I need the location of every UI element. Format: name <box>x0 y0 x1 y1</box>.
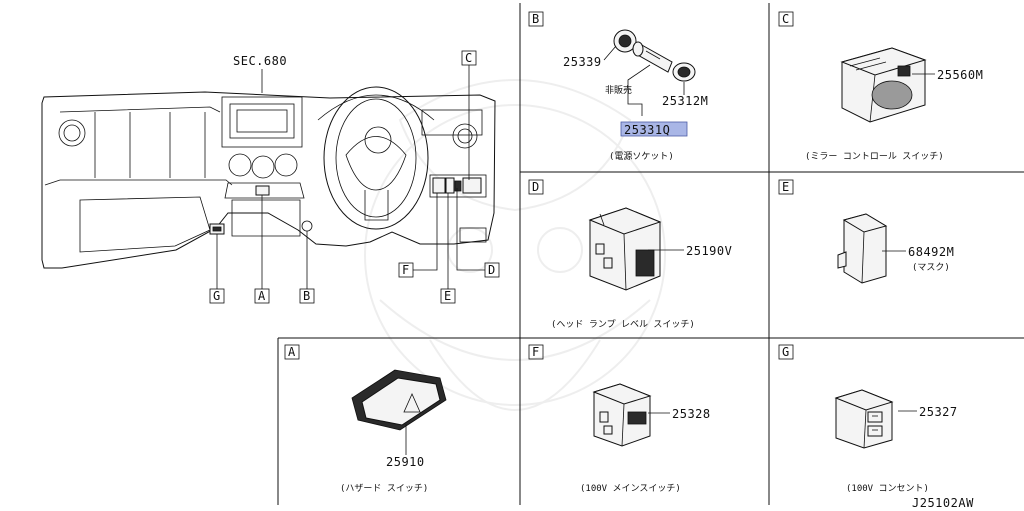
part-number-25910: 25910 <box>386 455 425 469</box>
part-number-25331Q: 25331Q <box>624 123 670 137</box>
part-number-25339: 25339 <box>563 55 602 69</box>
panel-f-caption: (100V メインスイッチ) <box>580 483 681 494</box>
outlet-100v <box>834 389 894 449</box>
panel-b-caption: (電源ソケット) <box>609 151 674 162</box>
not-for-sale-label: 非販売 <box>605 84 632 96</box>
panel-b-letter: B <box>532 12 539 26</box>
panel-grid <box>277 3 1024 505</box>
panel-a: A 25910 (ハザード スイッチ) <box>284 344 447 494</box>
headlamp-level-switch <box>588 207 662 291</box>
mirror-control-switch <box>840 47 927 123</box>
section-ref: SEC.680 <box>233 54 287 68</box>
power-socket <box>632 41 673 73</box>
part-25331Q-highlight <box>620 121 688 137</box>
part-number-25327: 25327 <box>919 405 958 419</box>
part-25339-ring <box>613 29 637 53</box>
panel-a-letter: A <box>288 345 296 359</box>
panel-f: F 25328 (100V メインスイッチ) <box>528 344 711 494</box>
part-number-25312M: 25312M <box>662 94 708 108</box>
part-number-25190V: 25190V <box>686 244 732 258</box>
callout-e: E <box>444 289 451 303</box>
panel-g: G 25327 (100V コンセント) <box>778 344 958 494</box>
panel-e-caption: (マスク) <box>912 262 950 273</box>
panel-c-letter: C <box>782 12 789 26</box>
panel-d-caption: (ヘッド ランプ レベル スイッチ) <box>551 319 695 330</box>
callout-f: F <box>402 263 409 277</box>
part-number-25328: 25328 <box>672 407 711 421</box>
drawing-code: J25102AW <box>912 496 974 510</box>
panel-c: C 25560M (ミラー コントロール スイッチ) <box>778 11 983 162</box>
hazard-switch <box>351 369 447 431</box>
callout-d: D <box>488 263 495 277</box>
panel-b: B 25339 25312M 非販売 25331Q (電源ソケット) <box>528 11 708 162</box>
part-25312M-cap <box>672 62 696 82</box>
panel-d: D 25190V (ヘッド ランプ レベル スイッチ) <box>528 179 732 330</box>
callout-a: A <box>258 289 266 303</box>
main-switch-100v <box>592 383 652 447</box>
dashboard-overview: SEC.680 <box>41 50 500 304</box>
callout-c: C <box>465 51 472 65</box>
panel-f-letter: F <box>532 345 539 359</box>
panel-g-letter: G <box>782 345 789 359</box>
callout-b: B <box>303 289 310 303</box>
panel-g-caption: (100V コンセント) <box>846 483 929 494</box>
callout-g: G <box>213 289 220 303</box>
mask-blank-cover <box>837 213 888 284</box>
part-number-68492M: 68492M <box>908 245 954 259</box>
panel-c-caption: (ミラー コントロール スイッチ) <box>805 151 944 162</box>
panel-a-caption: (ハザード スイッチ) <box>340 483 428 494</box>
panel-d-letter: D <box>532 180 539 194</box>
panel-e: E 68492M (マスク) <box>778 179 954 284</box>
panel-e-letter: E <box>782 180 789 194</box>
part-number-25560M: 25560M <box>937 68 983 82</box>
